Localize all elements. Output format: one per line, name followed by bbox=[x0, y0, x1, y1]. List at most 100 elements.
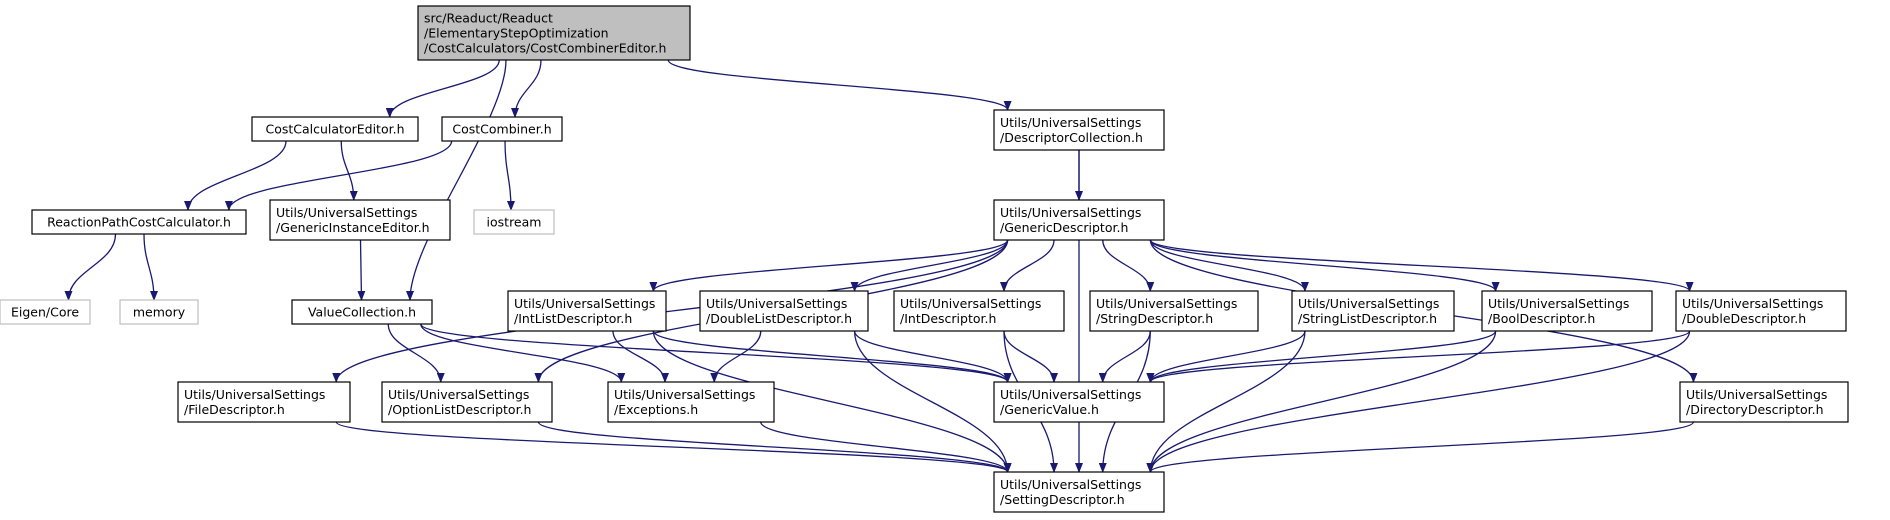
node-label-vc-line-0: ValueCollection.h bbox=[308, 305, 416, 320]
edge-rpcc-to-eigen bbox=[64, 233, 117, 301]
edge-gd-to-sd bbox=[1102, 239, 1155, 292]
node-eigen: Eigen/Core bbox=[0, 299, 91, 325]
edge-bd-to-gv bbox=[1146, 330, 1497, 383]
node-box-fd bbox=[177, 381, 351, 423]
node-box-dird bbox=[1679, 381, 1849, 423]
node-id[interactable]: Utils/UniversalSettings/IntDescriptor.h bbox=[893, 290, 1065, 332]
edge-old-to-setd bbox=[537, 421, 1012, 473]
edge-ild-to-setd bbox=[652, 330, 1012, 473]
node-box-ild bbox=[507, 290, 667, 332]
edge-ild-to-gv bbox=[652, 330, 1012, 383]
node-sld[interactable]: Utils/UniversalSettings/StringListDescri… bbox=[1291, 290, 1455, 332]
node-exc[interactable]: Utils/UniversalSettings/Exceptions.h bbox=[607, 381, 775, 423]
node-label-exc-line-1: /Exceptions.h bbox=[614, 402, 698, 417]
node-label-id-line-0: Utils/UniversalSettings bbox=[900, 296, 1041, 311]
edge-gd-to-dld bbox=[850, 239, 1009, 292]
edge-cce-to-rpcc bbox=[184, 140, 287, 211]
edge-gd-to-bd bbox=[1149, 239, 1500, 292]
node-setd[interactable]: Utils/UniversalSettings/SettingDescripto… bbox=[993, 471, 1165, 513]
node-label-dld-line-0: Utils/UniversalSettings bbox=[706, 296, 847, 311]
node-label-sld-line-1: /StringListDescriptor.h bbox=[1298, 311, 1437, 326]
edge-dld-to-setd bbox=[853, 330, 1012, 473]
node-iostream: iostream bbox=[473, 209, 555, 235]
edge-ild-to-exc bbox=[612, 330, 669, 383]
node-label-old-line-1: /OptionListDescriptor.h bbox=[388, 402, 531, 417]
edge-dd-to-setd bbox=[1146, 330, 1691, 473]
node-box-dd bbox=[1675, 290, 1847, 332]
node-box-eigen bbox=[0, 299, 91, 325]
node-label-root-line-0: src/Readuct/Readuct bbox=[424, 11, 553, 26]
edge-gd-to-dd bbox=[1149, 239, 1694, 292]
node-box-memory bbox=[119, 299, 199, 325]
edge-cce-to-gie bbox=[340, 140, 358, 201]
node-label-sd-line-0: Utils/UniversalSettings bbox=[1096, 296, 1237, 311]
node-vc[interactable]: ValueCollection.h bbox=[291, 299, 433, 325]
edge-vc-to-gv bbox=[420, 323, 1012, 383]
node-label-ild-line-1: /IntListDescriptor.h bbox=[514, 311, 632, 326]
node-cc[interactable]: CostCombiner.h bbox=[441, 116, 563, 142]
edge-root-to-vc bbox=[406, 59, 507, 301]
edge-dld-to-exc bbox=[710, 330, 762, 383]
node-label-sld-line-0: Utils/UniversalSettings bbox=[1298, 296, 1439, 311]
node-label-cce-line-0: CostCalculatorEditor.h bbox=[265, 122, 404, 137]
node-old[interactable]: Utils/UniversalSettings/OptionListDescri… bbox=[381, 381, 553, 423]
edge-vc-to-old bbox=[387, 323, 445, 383]
edge-sld-to-setd bbox=[1146, 330, 1306, 473]
edge-gd-to-id bbox=[1000, 239, 1055, 292]
node-dd[interactable]: Utils/UniversalSettings/DoubleDescriptor… bbox=[1675, 290, 1847, 332]
node-root[interactable]: src/Readuct/Readuct/ElementaryStepOptimi… bbox=[417, 5, 691, 61]
node-box-iostream bbox=[473, 209, 555, 235]
edge-fd-to-setd bbox=[335, 421, 1012, 473]
node-dld[interactable]: Utils/UniversalSettings/DoubleListDescri… bbox=[699, 290, 869, 332]
node-dird[interactable]: Utils/UniversalSettings/DirectoryDescrip… bbox=[1679, 381, 1849, 423]
node-box-sld bbox=[1291, 290, 1455, 332]
node-cce[interactable]: CostCalculatorEditor.h bbox=[251, 116, 419, 142]
node-label-gie-line-0: Utils/UniversalSettings bbox=[276, 205, 417, 220]
node-bd[interactable]: Utils/UniversalSettings/BoolDescriptor.h bbox=[1481, 290, 1653, 332]
node-gd[interactable]: Utils/UniversalSettings/GenericDescripto… bbox=[993, 199, 1165, 241]
edges-layer bbox=[64, 59, 1698, 473]
node-box-id bbox=[893, 290, 1065, 332]
node-box-sd bbox=[1089, 290, 1259, 332]
edge-gie-to-vc bbox=[357, 239, 366, 301]
edge-cc-to-rpcc bbox=[224, 140, 453, 211]
node-box-gv bbox=[993, 381, 1165, 423]
edge-sd-to-gv bbox=[1098, 330, 1151, 383]
node-box-gie bbox=[269, 199, 451, 241]
node-label-dird-line-0: Utils/UniversalSettings bbox=[1686, 387, 1827, 402]
node-label-gv-line-0: Utils/UniversalSettings bbox=[1000, 387, 1141, 402]
edge-root-to-dc bbox=[667, 59, 1012, 111]
edge-dird-to-setd bbox=[1146, 421, 1695, 473]
node-gie[interactable]: Utils/UniversalSettings/GenericInstanceE… bbox=[269, 199, 451, 241]
nodes-layer: src/Readuct/Readuct/ElementaryStepOptimi… bbox=[0, 5, 1849, 513]
node-label-cc-line-0: CostCombiner.h bbox=[452, 122, 551, 137]
edge-vc-to-exc bbox=[420, 323, 626, 383]
node-gv[interactable]: Utils/UniversalSettings/GenericValue.h bbox=[993, 381, 1165, 423]
node-label-setd-line-1: /SettingDescriptor.h bbox=[1000, 492, 1125, 507]
node-rpcc[interactable]: ReactionPathCostCalculator.h bbox=[31, 209, 247, 235]
node-label-bd-line-1: /BoolDescriptor.h bbox=[1488, 311, 1595, 326]
edge-bd-to-setd bbox=[1146, 330, 1497, 473]
node-label-gd-line-0: Utils/UniversalSettings bbox=[1000, 205, 1141, 220]
edge-root-to-cce bbox=[385, 59, 500, 118]
node-fd[interactable]: Utils/UniversalSettings/FileDescriptor.h bbox=[177, 381, 351, 423]
edge-dd-to-gv bbox=[1146, 330, 1691, 383]
node-sd[interactable]: Utils/UniversalSettings/StringDescriptor… bbox=[1089, 290, 1259, 332]
node-box-root bbox=[417, 5, 691, 61]
edge-root-to-cc bbox=[511, 59, 542, 118]
node-label-memory-line-0: memory bbox=[133, 305, 186, 320]
node-label-dd-line-1: /DoubleDescriptor.h bbox=[1682, 311, 1806, 326]
node-label-old-line-0: Utils/UniversalSettings bbox=[388, 387, 529, 402]
node-label-bd-line-0: Utils/UniversalSettings bbox=[1488, 296, 1629, 311]
node-box-rpcc bbox=[31, 209, 247, 235]
edge-sld-to-gv bbox=[1146, 330, 1306, 383]
node-box-vc bbox=[291, 299, 433, 325]
node-dc[interactable]: Utils/UniversalSettings/DescriptorCollec… bbox=[993, 109, 1165, 151]
node-box-setd bbox=[993, 471, 1165, 513]
node-label-gie-line-1: /GenericInstanceEditor.h bbox=[276, 220, 430, 235]
edge-gd-to-ild bbox=[649, 239, 1009, 292]
edge-id-to-gv bbox=[1003, 330, 1058, 383]
node-label-dld-line-1: /DoubleListDescriptor.h bbox=[706, 311, 852, 326]
node-ild[interactable]: Utils/UniversalSettings/IntListDescripto… bbox=[507, 290, 667, 332]
node-label-fd-line-0: Utils/UniversalSettings bbox=[184, 387, 325, 402]
